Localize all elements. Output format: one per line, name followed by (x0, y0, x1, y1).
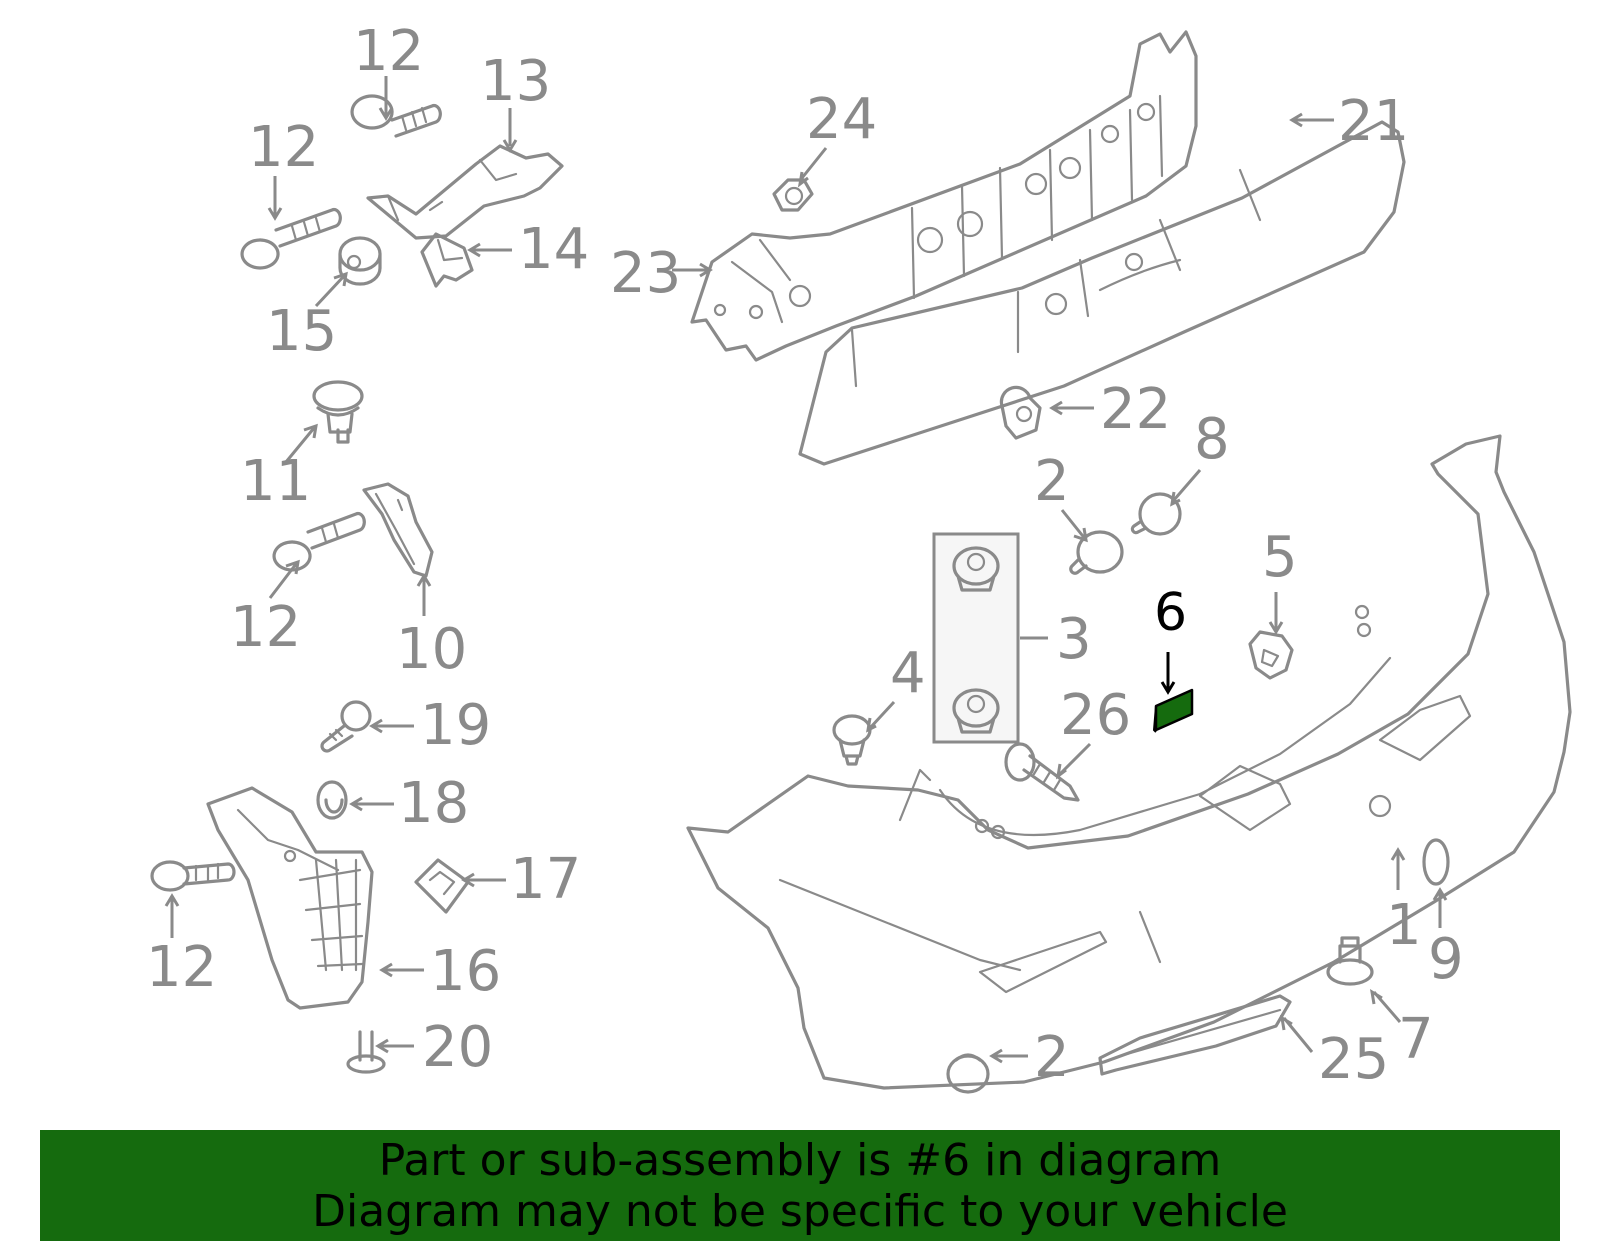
callout-arrow (1268, 592, 1284, 635)
bracket-16[interactable] (206, 786, 374, 1010)
grommet-18[interactable] (316, 780, 348, 820)
bracket-10[interactable] (362, 482, 434, 578)
callout-16: 16 (430, 939, 501, 1004)
nut-15[interactable] (338, 236, 382, 286)
bolt-26[interactable] (1004, 742, 1080, 802)
part-6-highlighted[interactable] (1152, 688, 1194, 733)
callout-arrow (461, 872, 506, 888)
callout-arrow (502, 108, 518, 153)
callout-arrow (866, 700, 896, 733)
callout-arrow (1390, 847, 1406, 890)
callout-arrow (1432, 887, 1448, 928)
clip-22[interactable] (999, 385, 1042, 440)
callout-26: 26 (1060, 683, 1131, 748)
callout-arrow (1170, 469, 1202, 507)
callout-arrow (267, 176, 283, 221)
clip-2-lower[interactable] (946, 1053, 990, 1094)
callout-arrow (379, 962, 424, 978)
reflector-25[interactable] (1098, 994, 1292, 1076)
clip-7[interactable] (1326, 936, 1374, 986)
bolt-12-mid[interactable] (272, 511, 366, 572)
parts-diagram: 12 12 13 14 15 11 12 10 (146, 19, 1572, 1094)
clip-14[interactable] (420, 232, 474, 288)
callout-15: 15 (266, 299, 337, 364)
callout-6-highlighted: 6 (1154, 583, 1187, 643)
callout-2: 2 (1034, 449, 1070, 514)
callout-arrow (672, 262, 713, 278)
callout-4: 4 (890, 641, 926, 706)
callout-21: 21 (1338, 89, 1409, 154)
bracket-13[interactable] (366, 144, 564, 240)
callout-12: 12 (353, 19, 424, 84)
screw-19[interactable] (320, 700, 372, 753)
callout-23: 23 (610, 241, 681, 306)
callout-12: 12 (146, 935, 217, 1000)
plug-8[interactable] (1130, 492, 1182, 536)
callout-arrow (1060, 509, 1088, 543)
callout-1: 1 (1386, 893, 1422, 958)
callout-9: 9 (1428, 927, 1464, 992)
callout-arrow-highlighted (1160, 652, 1176, 695)
callout-arrow (378, 76, 394, 121)
banner-line-1: Part or sub-assembly is #6 in diagram (378, 1135, 1222, 1186)
callout-12: 12 (248, 115, 319, 180)
callout-arrow (314, 271, 348, 308)
callout-18: 18 (398, 771, 469, 836)
callout-3: 3 (1056, 607, 1092, 672)
callout-12: 12 (230, 595, 301, 660)
clip-17[interactable] (414, 858, 470, 914)
callout-20: 20 (422, 1015, 493, 1080)
callout-arrow (284, 423, 318, 463)
callout-arrow (1289, 112, 1334, 128)
callout-arrow (268, 559, 300, 599)
pin-20[interactable] (346, 1030, 386, 1074)
callout-arrow (416, 573, 432, 616)
callout-10: 10 (396, 617, 467, 682)
clip-11[interactable] (312, 380, 364, 444)
callout-arrow (989, 1048, 1028, 1064)
callout-22: 22 (1100, 377, 1171, 442)
kit-3-box[interactable] (932, 532, 1020, 744)
callout-arrow (1049, 400, 1094, 416)
absorber-21[interactable] (798, 120, 1406, 466)
clip-2-upper[interactable] (1069, 530, 1124, 575)
callout-11: 11 (240, 449, 311, 514)
reinforcement-beam-23[interactable] (690, 30, 1198, 362)
bolt-12-top[interactable] (350, 94, 442, 138)
callout-19: 19 (420, 693, 491, 758)
callout-13: 13 (480, 49, 551, 114)
callout-arrow (467, 242, 512, 258)
bracket-5[interactable] (1248, 630, 1294, 680)
bolt-12-bottom[interactable] (150, 860, 236, 892)
callout-arrow (369, 718, 414, 734)
callout-arrow (375, 1038, 414, 1054)
cap-9[interactable] (1422, 838, 1450, 886)
callout-24: 24 (806, 87, 877, 152)
callout-17: 17 (510, 847, 581, 912)
banner-line-2: Diagram may not be specific to your vehi… (312, 1186, 1288, 1237)
callout-arrow (1279, 1015, 1314, 1053)
callout-7: 7 (1398, 1007, 1434, 1072)
callout-arrow (1055, 742, 1092, 780)
callout-25: 25 (1318, 1027, 1389, 1092)
callout-14: 14 (518, 217, 589, 282)
callout-5: 5 (1262, 525, 1298, 590)
callout-8: 8 (1194, 407, 1230, 472)
callout-arrow (1369, 989, 1402, 1023)
bumper-cover-1[interactable] (686, 434, 1572, 1090)
callout-arrow (797, 147, 828, 188)
callout-2: 2 (1034, 1025, 1070, 1090)
nut-24[interactable] (772, 178, 814, 212)
info-banner: Part or sub-assembly is #6 in diagram Di… (40, 1130, 1560, 1241)
clip-4[interactable] (832, 714, 872, 766)
bolt-12-left[interactable] (240, 207, 342, 270)
callout-arrow (164, 893, 180, 938)
callout-arrow (349, 796, 394, 812)
